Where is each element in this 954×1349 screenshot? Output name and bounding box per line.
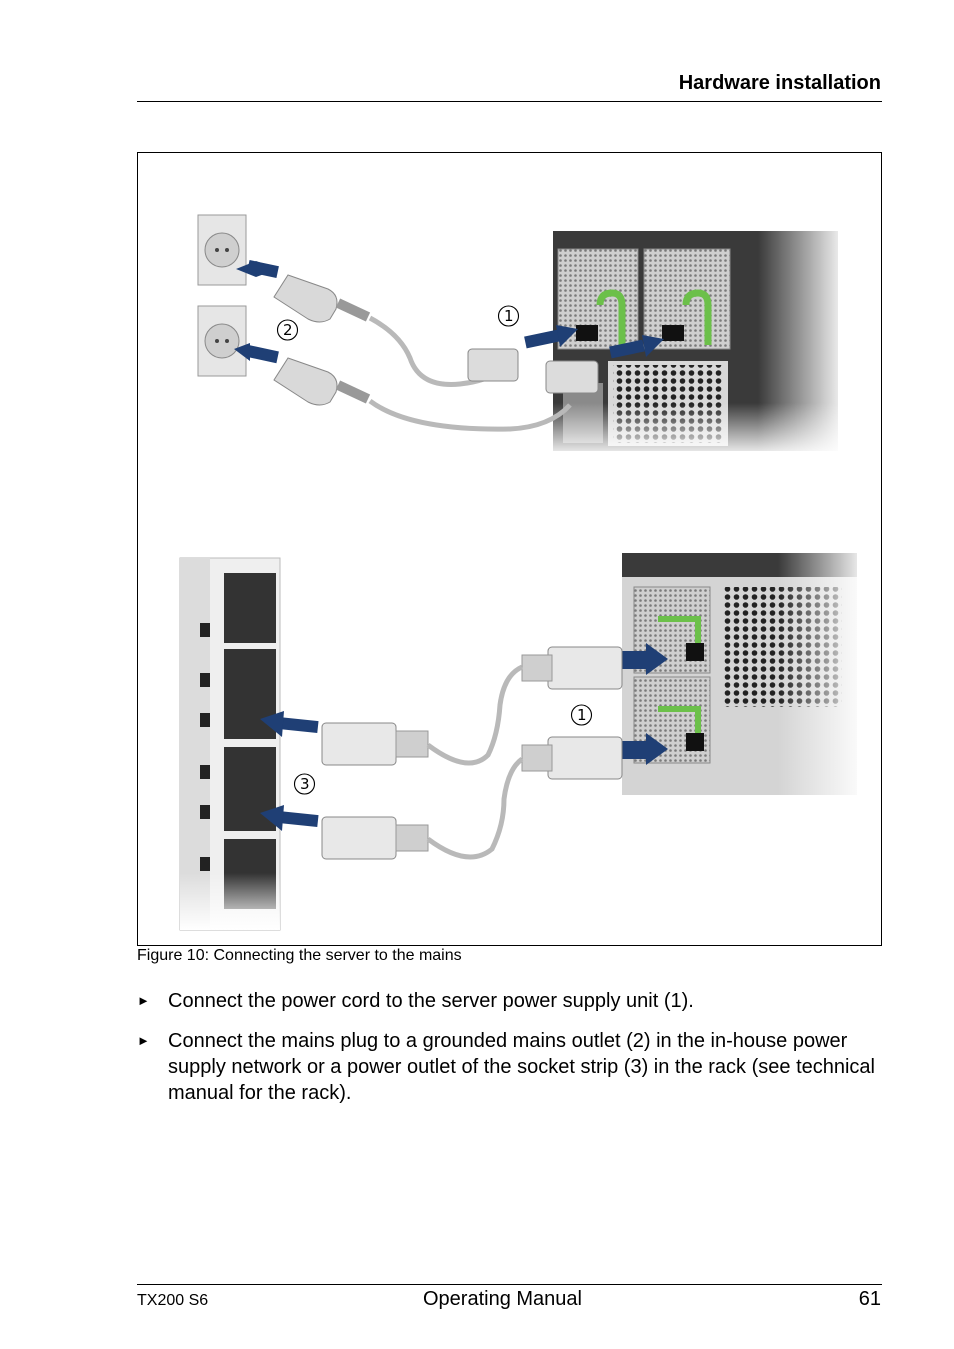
- rack-server-icon: [622, 553, 868, 798]
- server-tower-icon: [553, 231, 853, 458]
- arrow-icon: [622, 733, 668, 765]
- page-number: 61: [858, 1288, 881, 1310]
- instruction-text: Connect the mains plug to a grounded mai…: [168, 1030, 876, 1104]
- arrow-icon: [260, 805, 319, 831]
- callout-power-supply-top: 1: [504, 307, 514, 325]
- arrow-icon: [524, 325, 578, 349]
- arrow-icon: [260, 711, 319, 737]
- bullet-arrow-icon: ►: [137, 993, 150, 1008]
- wall-socket-icon: [197, 214, 247, 286]
- page-header-title: Hardware installation: [678, 72, 881, 94]
- footer-doc-title: Operating Manual: [423, 1288, 582, 1310]
- figure-illustration: 2 1: [179, 214, 868, 931]
- header-divider: [137, 101, 882, 102]
- power-plug-icon: [273, 357, 371, 406]
- footer-model: TX200 S6: [137, 1292, 209, 1309]
- callout-mains-outlet: 2: [283, 321, 293, 339]
- footer-divider: [137, 1284, 882, 1285]
- bullet-arrow-icon: ►: [137, 1033, 150, 1048]
- power-cord-icon: [321, 646, 623, 860]
- arrow-icon: [609, 335, 664, 359]
- power-plug-icon: [273, 274, 371, 323]
- socket-strip-icon: [179, 557, 281, 931]
- instruction-step: ► Connect the power cord to the server p…: [137, 988, 882, 1014]
- callout-socket-strip: 3: [300, 775, 310, 793]
- instruction-text: Connect the power cord to the server pow…: [168, 990, 694, 1012]
- arrow-icon: [236, 260, 279, 278]
- arrow-icon: [622, 643, 668, 675]
- power-cord-icon: [368, 315, 599, 432]
- callout-power-supply-bottom: 1: [577, 706, 587, 724]
- figure-connecting-server: 2 1: [137, 152, 882, 946]
- figure-caption: Figure 10: Connecting the server to the …: [137, 947, 462, 964]
- arrow-icon: [234, 343, 279, 364]
- wall-socket-icon: [197, 305, 247, 377]
- instruction-step: ► Connect the mains plug to a grounded m…: [137, 1028, 882, 1106]
